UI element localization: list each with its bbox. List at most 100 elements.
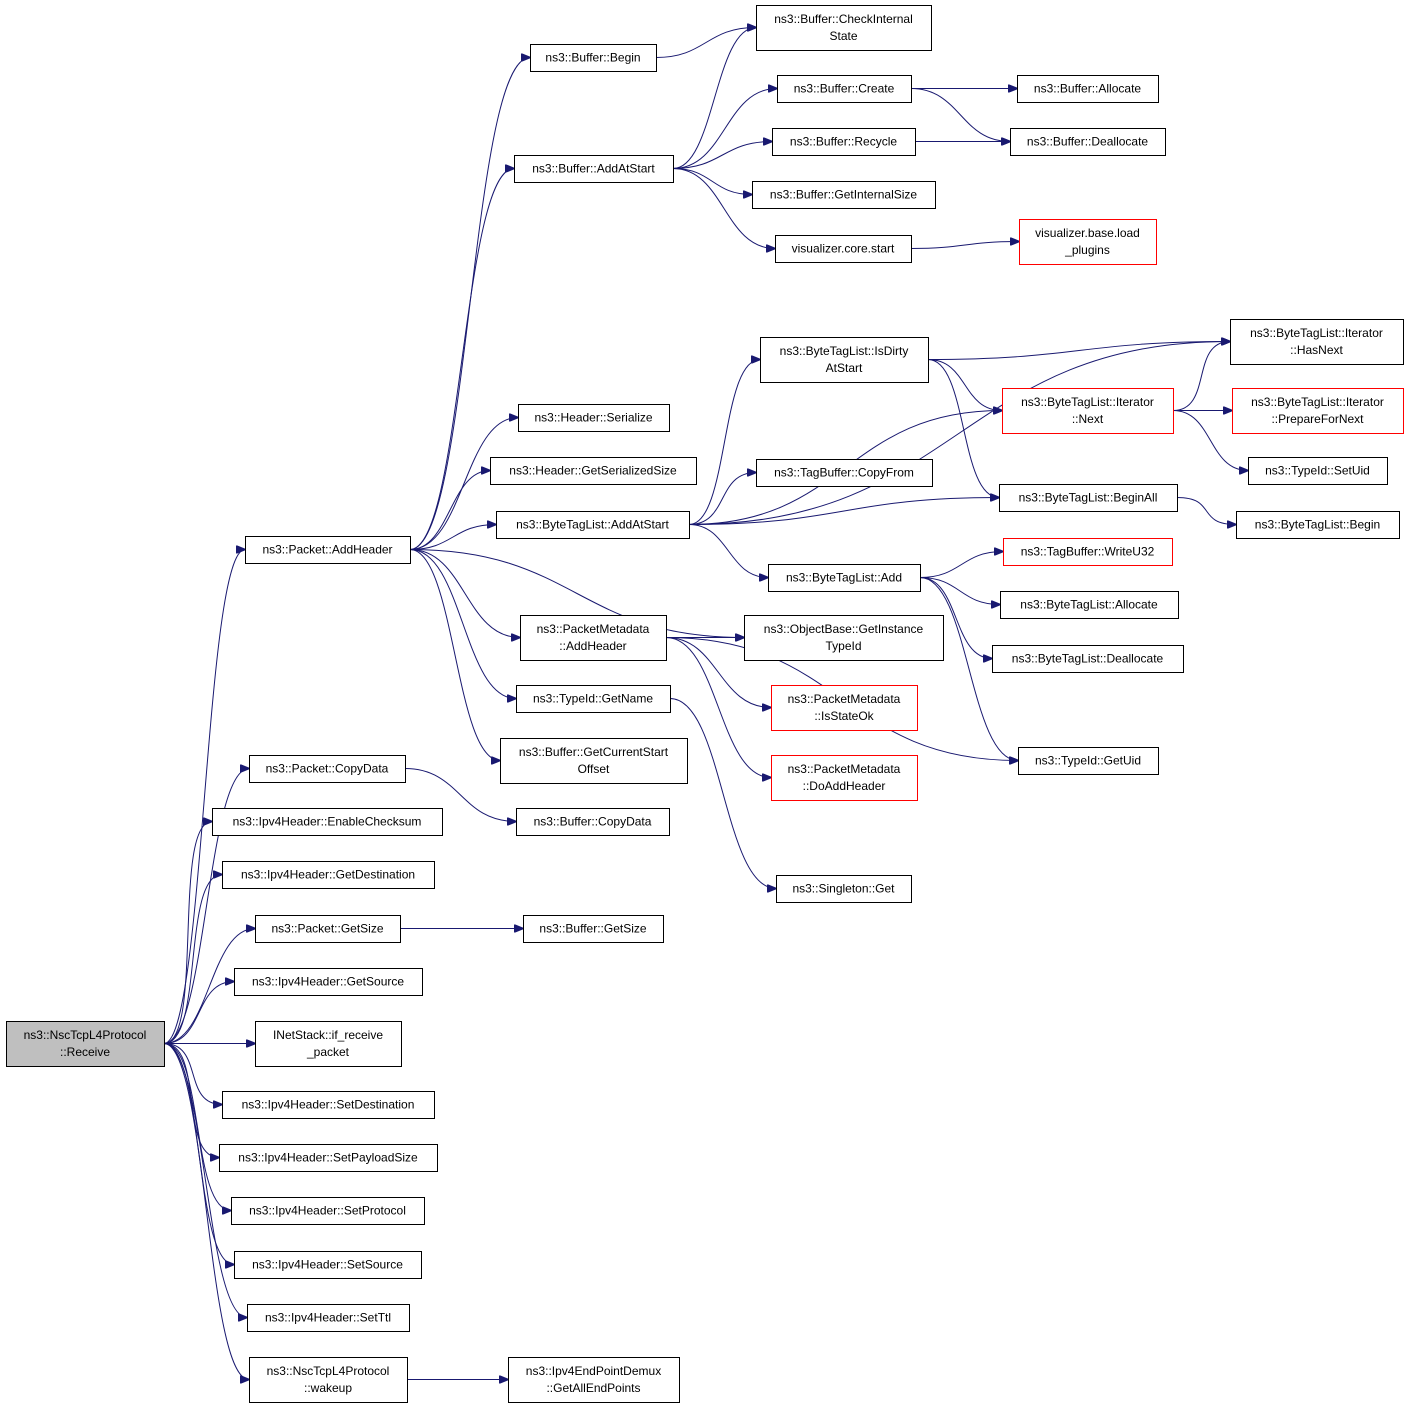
node-box[interactable] — [775, 235, 912, 263]
node-tagbuffer_writeu32[interactable]: ns3::TagBuffer::WriteU32 — [1003, 538, 1173, 566]
node-box[interactable] — [1230, 319, 1404, 365]
node-bytetaglist_iterator_hasnext[interactable]: ns3::ByteTagList::Iterator::HasNext — [1230, 319, 1404, 365]
node-packetmetadata_doaddheader[interactable]: ns3::PacketMetadata::DoAddHeader — [771, 755, 918, 801]
node-buffer_copydata[interactable]: ns3::Buffer::CopyData — [516, 808, 670, 836]
node-box[interactable] — [516, 808, 670, 836]
node-buffer_begin[interactable]: ns3::Buffer::Begin — [530, 44, 657, 72]
node-box[interactable] — [768, 564, 921, 592]
node-tagbuffer_copyfrom[interactable]: ns3::TagBuffer::CopyFrom — [756, 459, 933, 487]
node-box[interactable] — [520, 615, 667, 661]
node-box[interactable] — [776, 875, 912, 903]
node-typeid_getuid[interactable]: ns3::TypeId::GetUid — [1018, 747, 1159, 775]
node-box[interactable] — [249, 1357, 408, 1403]
node-box[interactable] — [234, 968, 423, 996]
node-box[interactable] — [999, 484, 1178, 512]
node-box[interactable] — [508, 1357, 680, 1403]
node-box[interactable] — [6, 1021, 165, 1067]
node-box[interactable] — [247, 1304, 410, 1332]
node-box[interactable] — [490, 457, 697, 485]
node-typeid_setuid[interactable]: ns3::TypeId::SetUid — [1248, 457, 1388, 485]
node-bytetaglist_addatstart[interactable]: ns3::ByteTagList::AddAtStart — [496, 511, 690, 539]
node-nsctcpl4protocol_wakeup[interactable]: ns3::NscTcpL4Protocol::wakeup — [249, 1357, 408, 1403]
node-box[interactable] — [523, 915, 664, 943]
node-box[interactable] — [1019, 219, 1157, 265]
node-buffer_allocate[interactable]: ns3::Buffer::Allocate — [1017, 75, 1159, 103]
node-box[interactable] — [231, 1197, 425, 1225]
node-box[interactable] — [518, 404, 670, 432]
node-bytetaglist_deallocate[interactable]: ns3::ByteTagList::Deallocate — [992, 645, 1184, 673]
node-box[interactable] — [771, 755, 918, 801]
node-ipv4header_enablechecksum[interactable]: ns3::Ipv4Header::EnableChecksum — [212, 808, 443, 836]
node-box[interactable] — [771, 685, 918, 731]
node-box[interactable] — [756, 5, 932, 51]
node-box[interactable] — [1248, 457, 1388, 485]
node-buffer_recycle[interactable]: ns3::Buffer::Recycle — [772, 128, 916, 156]
node-ipv4endpointdemux_getallendpoints[interactable]: ns3::Ipv4EndPointDemux::GetAllEndPoints — [508, 1357, 680, 1403]
node-packetmetadata_isstateok[interactable]: ns3::PacketMetadata::IsStateOk — [771, 685, 918, 731]
node-ipv4header_setpayloadsize[interactable]: ns3::Ipv4Header::SetPayloadSize — [219, 1144, 438, 1172]
node-ipv4header_setprotocol[interactable]: ns3::Ipv4Header::SetProtocol — [231, 1197, 425, 1225]
node-header_serialize[interactable]: ns3::Header::Serialize — [518, 404, 670, 432]
node-box[interactable] — [234, 1251, 422, 1279]
node-bytetaglist_beginall[interactable]: ns3::ByteTagList::BeginAll — [999, 484, 1178, 512]
node-box[interactable] — [744, 615, 944, 661]
node-root[interactable]: ns3::NscTcpL4Protocol::Receive — [6, 1021, 165, 1067]
node-bytetaglist_begin[interactable]: ns3::ByteTagList::Begin — [1236, 511, 1400, 539]
node-bytetaglist_iterator_preparefornext[interactable]: ns3::ByteTagList::Iterator::PrepareForNe… — [1232, 388, 1404, 434]
node-visualizer_base_load_plugins[interactable]: visualizer.base.load_plugins — [1019, 219, 1157, 265]
node-bytetaglist_allocate[interactable]: ns3::ByteTagList::Allocate — [1000, 591, 1179, 619]
node-box[interactable] — [530, 44, 657, 72]
node-box[interactable] — [500, 738, 688, 784]
node-box[interactable] — [760, 337, 929, 383]
node-header_getserializedsize[interactable]: ns3::Header::GetSerializedSize — [490, 457, 697, 485]
node-box[interactable] — [249, 755, 406, 783]
node-box[interactable] — [752, 181, 936, 209]
node-buffer_addatstart[interactable]: ns3::Buffer::AddAtStart — [514, 155, 674, 183]
node-box[interactable] — [1232, 388, 1404, 434]
node-ipv4header_setttl[interactable]: ns3::Ipv4Header::SetTtl — [247, 1304, 410, 1332]
node-packetmetadata_addheader[interactable]: ns3::PacketMetadata::AddHeader — [520, 615, 667, 661]
node-buffer_getsize[interactable]: ns3::Buffer::GetSize — [523, 915, 664, 943]
node-box[interactable] — [255, 915, 401, 943]
node-ipv4header_getsource[interactable]: ns3::Ipv4Header::GetSource — [234, 968, 423, 996]
node-box[interactable] — [772, 128, 916, 156]
node-box[interactable] — [496, 511, 690, 539]
node-box[interactable] — [777, 75, 912, 103]
node-buffer_getinternalsize[interactable]: ns3::Buffer::GetInternalSize — [752, 181, 936, 209]
node-buffer_deallocate[interactable]: ns3::Buffer::Deallocate — [1010, 128, 1166, 156]
node-ipv4header_setsource[interactable]: ns3::Ipv4Header::SetSource — [234, 1251, 422, 1279]
node-box[interactable] — [1010, 128, 1166, 156]
node-packet_copydata[interactable]: ns3::Packet::CopyData — [249, 755, 406, 783]
node-box[interactable] — [212, 808, 443, 836]
node-singleton_get[interactable]: ns3::Singleton::Get — [776, 875, 912, 903]
node-box[interactable] — [1018, 747, 1159, 775]
node-buffer_create[interactable]: ns3::Buffer::Create — [777, 75, 912, 103]
node-packet_getsize[interactable]: ns3::Packet::GetSize — [255, 915, 401, 943]
node-box[interactable] — [219, 1144, 438, 1172]
node-visualizer_core_start[interactable]: visualizer.core.start — [775, 235, 912, 263]
node-box[interactable] — [756, 459, 933, 487]
node-box[interactable] — [992, 645, 1184, 673]
node-box[interactable] — [1000, 591, 1179, 619]
node-box[interactable] — [245, 536, 411, 564]
node-box[interactable] — [514, 155, 674, 183]
node-box[interactable] — [1236, 511, 1400, 539]
node-typeid_getname[interactable]: ns3::TypeId::GetName — [516, 685, 671, 713]
node-box[interactable] — [222, 1091, 435, 1119]
node-box[interactable] — [516, 685, 671, 713]
node-box[interactable] — [1002, 388, 1174, 434]
node-ipv4header_setdestination[interactable]: ns3::Ipv4Header::SetDestination — [222, 1091, 435, 1119]
node-box[interactable] — [1003, 538, 1173, 566]
node-packet_addheader[interactable]: ns3::Packet::AddHeader — [245, 536, 411, 564]
node-inetstack_if_receive_packet[interactable]: INetStack::if_receive_packet — [255, 1021, 402, 1067]
node-box[interactable] — [222, 861, 435, 889]
node-box[interactable] — [255, 1021, 402, 1067]
node-bytetaglist_iterator_next[interactable]: ns3::ByteTagList::Iterator::Next — [1002, 388, 1174, 434]
node-bytetaglist_add[interactable]: ns3::ByteTagList::Add — [768, 564, 921, 592]
node-ipv4header_getdestination[interactable]: ns3::Ipv4Header::GetDestination — [222, 861, 435, 889]
node-box[interactable] — [1017, 75, 1159, 103]
